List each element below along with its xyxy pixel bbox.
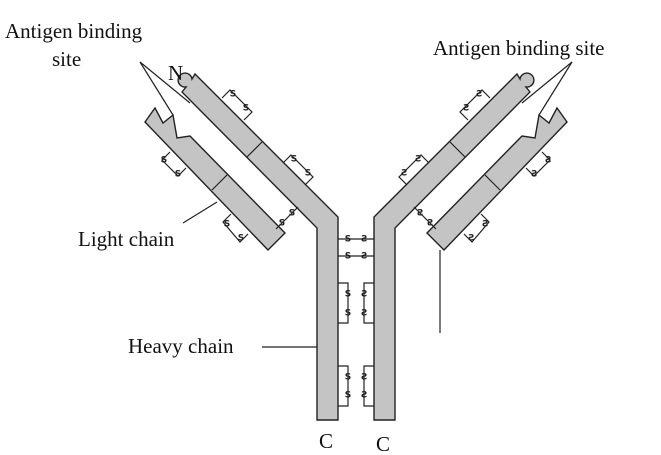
sulfur-label: S [230,90,236,100]
pointer-line [182,201,218,224]
sulfur-label: S [345,309,351,319]
pointer-line [521,61,573,104]
heavy-chain-label: Heavy chain [128,334,234,358]
pointer-line [538,61,573,116]
disulfide-bracket [338,365,349,407]
sulfur-label: S [289,209,295,219]
left-half: S S S S S S S S S S S S S S S S [144,72,356,421]
sulfur-label: S [243,104,249,114]
pointer-line [139,61,174,116]
sulfur-label: S [224,220,230,230]
sulfur-label: S [345,373,351,383]
light-chain-label: Light chain [78,227,175,251]
c-terminus-label-left: C [319,429,333,453]
antigen-binding-site-label-right: Antigen binding site [433,36,605,60]
sulfur-label: S [161,156,167,166]
sulfur-label: S [345,252,351,262]
sulfur-label: S [291,155,297,165]
disulfide-link [275,206,299,230]
disulfide-bracket [338,282,349,324]
disulfide-bracket [221,89,253,121]
sulfur-label: S [345,235,351,245]
disulfide-bracket [161,151,187,177]
right-half [355,72,568,421]
heavy-chain [177,72,339,421]
disulfide-bracket [222,213,249,243]
sulfur-label: S [175,170,181,180]
pointer-line [139,61,191,104]
heavy-domain-divider [246,141,263,158]
sulfur-label: S [345,391,351,401]
sulfur-label: S [238,234,244,244]
antigen-binding-site-label-left: Antigen binding [5,19,143,43]
sulfur-label: S [305,169,311,179]
n-terminus-label: N [168,61,183,85]
sulfur-label: S [279,219,285,229]
sulfur-label: S [345,290,351,300]
c-terminus-label-right: C [376,432,390,455]
light-chain [144,106,286,251]
light-domain-divider [211,174,228,191]
antigen-binding-site-label-left-2: site [52,47,81,71]
disulfide-bracket [282,154,314,186]
